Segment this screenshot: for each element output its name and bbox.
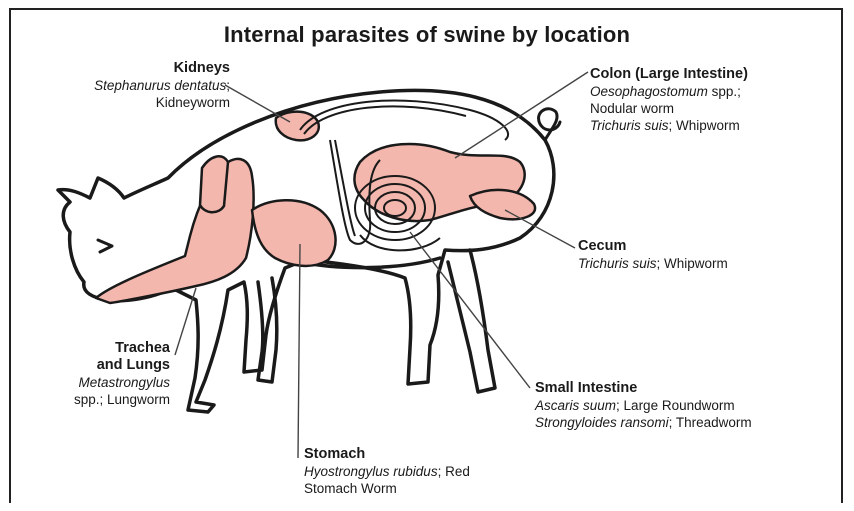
colon-species-2: Trichuris suis <box>590 118 669 133</box>
colon-common-2: Whipworm <box>676 118 740 133</box>
small-intestine-common-1: Large Roundworm <box>624 398 735 413</box>
stomach-organ <box>252 200 336 266</box>
label-kidneys: Kidneys Stephanurus dentatus; Kidneyworm <box>20 60 230 111</box>
stomach-common-2: Stomach Worm <box>304 481 397 496</box>
cecum-common: Whipworm <box>664 256 728 271</box>
label-trachea-lungs: Trachea and Lungs Metastrongylus spp.; L… <box>20 340 170 408</box>
cecum-sep: ; <box>657 256 665 271</box>
stomach-species: Hyostrongylus rubidus <box>304 464 438 479</box>
stomach-leader <box>298 244 300 458</box>
label-cecum: Cecum Trichuris suis; Whipworm <box>578 238 828 272</box>
cecum-organ <box>470 190 535 219</box>
small-intestine-common-2: Threadworm <box>676 415 752 430</box>
small-intestine-species-2: Strongyloides ransomi <box>535 415 669 430</box>
colon-species-1-suffix: spp.; <box>712 84 741 99</box>
label-colon: Colon (Large Intestine) Oesophagostomum … <box>590 66 840 134</box>
label-stomach: Stomach Hyostrongylus rubidus; Red Stoma… <box>304 446 564 497</box>
label-small-intestine: Small Intestine Ascaris suum; Large Roun… <box>535 380 835 431</box>
colon-common-1: Nodular worm <box>590 101 674 116</box>
stomach-common-1: Red <box>445 464 470 479</box>
cecum-species: Trichuris suis <box>578 256 657 271</box>
si-sep-2: ; <box>669 415 676 430</box>
colon-heading: Colon (Large Intestine) <box>590 66 840 83</box>
si-sep-1: ; <box>616 398 624 413</box>
trachea-common: spp.; Lungworm <box>74 392 170 407</box>
colon-leader <box>455 72 588 158</box>
colon-species-1: Oesophagostomum <box>590 84 708 99</box>
cecum-leader <box>505 210 575 248</box>
heart-organ <box>200 156 228 212</box>
trachea-species: Metastrongylus <box>78 375 170 390</box>
cecum-heading: Cecum <box>578 238 828 255</box>
colon-sep: ; <box>669 118 677 133</box>
diagram-title: Internal parasites of swine by location <box>0 22 854 48</box>
trachea-leader <box>175 288 196 355</box>
lungs-organ <box>96 159 254 303</box>
trachea-heading-2: and Lungs <box>20 357 170 374</box>
kidneys-leader <box>225 85 290 122</box>
trachea-heading-1: Trachea <box>20 340 170 357</box>
kidneys-common: Kidneyworm <box>156 95 230 110</box>
internal-organs <box>96 112 535 303</box>
kidneys-species: Stephanurus dentatus <box>94 78 226 93</box>
stomach-heading: Stomach <box>304 446 564 463</box>
small-intestine-heading: Small Intestine <box>535 380 835 397</box>
small-intestine-species-1: Ascaris suum <box>535 398 616 413</box>
stomach-sep: ; <box>438 464 446 479</box>
kidneys-heading: Kidneys <box>20 60 230 77</box>
kidneys-sep: ; <box>226 78 230 93</box>
